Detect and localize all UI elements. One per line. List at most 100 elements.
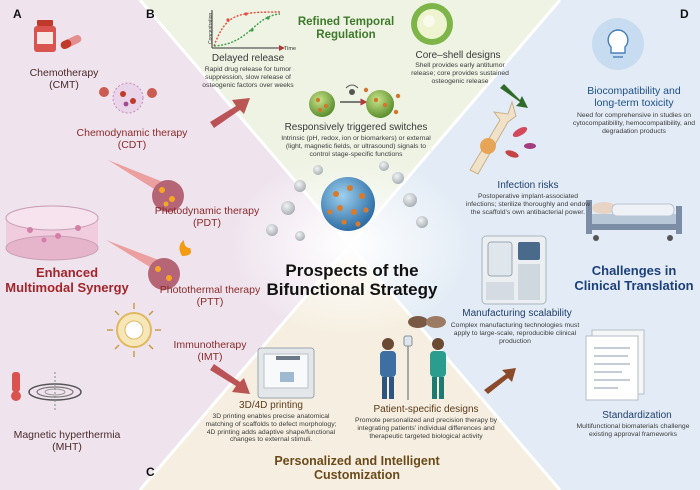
infection-desc: Postoperative implant-associated infecti… [458,193,598,216]
switches-desc: Intrinsic (pH, redox, ion or biomarkers)… [262,135,450,158]
desc-line: Complex manufacturing technologies must [450,322,580,329]
desc-line: control stage-specific functions [309,150,403,158]
therapy-abbr: (CMT) [49,78,79,91]
core-shell-sphere-icon [411,3,453,45]
desc-line: apply to large-scale, reproducible clini… [453,329,577,337]
desc-line: 3D printing enables precise anatomical [212,413,330,420]
chart-y-axis-label: Concentration [208,12,214,44]
desc-line: (light, magnetic fields, or ultrasound) … [285,142,427,150]
panel-label-d: D [680,7,689,21]
temporal-heading-line-2: Regulation [316,28,376,41]
desc-line: 4D printing adds adaptive shape/function… [206,428,336,436]
panel-label-a: A [13,7,22,21]
therapy-name: Chemotherapy [29,67,99,79]
document-stack-icon [585,329,645,401]
panel-label-b: B [146,7,155,21]
therapy-imt: Immunotherapy (IMT) [160,339,260,364]
desc-line: Promote personalized and precision thera… [354,417,498,424]
desc-line: existing approval frameworks [588,430,678,438]
challenges-line-2: Clinical Translation [574,277,694,293]
desc-line: matching of scaffolds to defect morpholo… [205,420,337,428]
desc-line: suppression, slow release of [205,73,291,81]
printing-desc: 3D printing enables precise anatomical m… [200,413,342,444]
desc-line: production [499,337,531,345]
therapy-cdt: Chemodynamic therapy (CDT) [62,127,202,152]
pill-bottle-icon [34,20,82,52]
pdt-laser-nanoparticle-icon [108,160,184,212]
release-chart [211,10,285,51]
standardization-desc: Multifunctional biomaterials challenge e… [568,423,698,439]
top-quadrant [140,0,560,245]
therapy-cmt: Chemotherapy (CMT) [4,67,124,92]
desc-line: Postoperative implant-associated [477,193,579,200]
challenges-line-1: Challenges in [591,263,677,278]
patient-title: Patient-specific designs [373,404,479,415]
desc-line: Intrinsic (pH, redox, ion or biomarkers)… [281,135,431,142]
therapy-name: Photodynamic therapy [154,205,260,217]
desc-line: osteogenic release [431,77,489,85]
manufacturing-desc: Complex manufacturing technologies must … [438,322,592,345]
desc-line: changes to external stimuli. [229,436,313,444]
center-title: Prospects of the Bifunctional Strategy [266,261,438,299]
chart-x-axis-label: Time [284,46,297,52]
personalized-heading: Personalized and Intelligent Customizati… [268,454,446,482]
magnetic-coil-icon [11,372,82,412]
infection-title: Infection risks [497,180,559,191]
hospital-bed-icon [586,200,682,241]
synergy-heading: Enhanced Multimodal Synergy [2,265,132,295]
center-title-line-1: Prospects of the [285,261,419,280]
desc-line: release; core provides sustained [411,69,509,77]
therapy-mht: Magnetic hyperthermia (MHT) [2,429,132,454]
3d-printer-icon [257,347,315,399]
standardization-title: Standardization [602,410,672,421]
panel-label-c: C [146,465,155,479]
cdt-nanoparticle-icon [99,82,157,114]
patient-doctor-icon [380,316,446,400]
title-line: long-term toxicity [594,96,674,109]
switch-particles-icon [309,84,401,118]
desc-line: the scaffold's own antibacterial power. [470,208,586,216]
bottom-arrow [484,368,516,394]
desc-line: cytocompatibility, hemocompatibility, an… [572,119,696,127]
patient-desc: Promote personalized and precision thera… [350,417,502,440]
core-shell-desc: Shell provides early antitumor release; … [398,62,522,85]
center-title-line-2: Bifunctional Strategy [266,279,438,299]
personalized-line-1: Personalized and Intelligent [274,454,440,468]
therapy-abbr: (CDT) [117,138,147,151]
left-quadrant [0,0,350,490]
bottom-quadrant [140,245,560,490]
challenges-heading: Challenges in Clinical Translation [570,263,698,293]
desc-line: degradation products [602,127,666,135]
therapy-abbr: (IMT) [197,350,223,363]
biocompatibility-desc: Need for comprehensive in studies on cyt… [570,112,698,135]
top-arrows [500,84,528,108]
temporal-heading-line-1: Refined Temporal [297,16,395,28]
desc-line: Rapid drug release for tumor [204,66,292,73]
left-arrows [210,98,250,394]
printing-title: 3D/4D printing [239,400,303,411]
desc-line: Shell provides early antitumor [415,62,505,69]
desc-line: Need for comprehensive in studies on [576,112,692,119]
therapy-abbr: (PTT) [196,295,224,308]
manufacturing-title: Manufacturing scalability [462,308,572,319]
synergy-line-2: Multimodal Synergy [5,279,129,295]
central-nanoparticle-cluster [266,161,428,241]
therapy-pdt: Photodynamic therapy (PDT) [142,205,272,230]
title-line: Biocompatibility and [587,85,681,97]
delayed-release-title: Delayed release [211,53,285,64]
therapy-name: Chemodynamic therapy [76,127,188,139]
therapy-name: Immunotherapy [173,339,247,351]
personalized-line-2: Customization [313,468,401,482]
switches-title: Responsively triggered switches [284,122,428,133]
delayed-release-desc: Rapid drug release for tumor suppression… [190,66,306,89]
lightbulb-icon [592,18,644,70]
therapy-name: Photothermal therapy [159,284,261,296]
ptt-flame-nanoparticle-icon [106,240,191,290]
desc-line: osteogenic factors over weeks [202,81,294,89]
therapy-ptt: Photothermal therapy (PTT) [146,284,274,309]
petri-dish-icon [5,205,99,261]
therapy-abbr: (PDT) [193,216,221,229]
therapy-name: Magnetic hyperthermia [13,429,121,441]
